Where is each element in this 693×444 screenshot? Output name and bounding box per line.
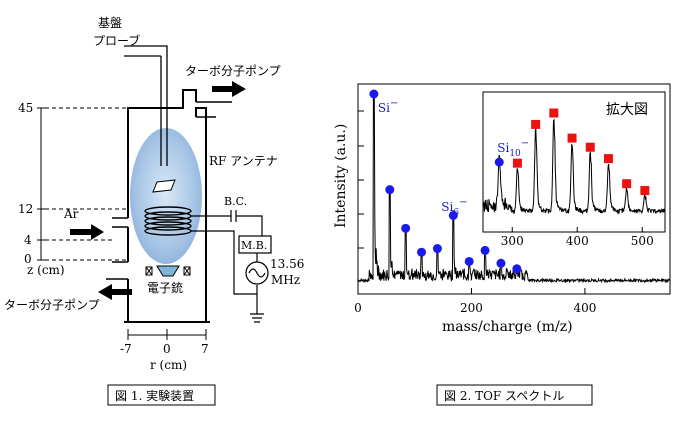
ar-label: Ar [63,207,79,221]
z-tick-12: 12 [18,202,33,216]
spectrum-chart: 0 200 400 mass/charge (m/z) Intensity (a.u… [333,83,671,406]
x-tick-labels: 0 200 400 [354,301,596,315]
y-axis-label: Intensity (a.u.) [333,124,349,228]
plasma-glow [130,128,202,264]
probe-label: プローブ [93,33,140,48]
main-peak-marker-5 [448,210,458,220]
annotation-2: Si10− [497,138,529,159]
substrate-label: 基盤 [98,16,122,30]
main-peak-marker-9 [512,264,522,274]
r-tick-7: 7 [201,342,209,356]
main-peak-markers [369,89,522,274]
x-axis-label: mass/charge (m/z) [442,319,573,335]
y-ticks [358,110,364,249]
electron-gun-label: 電子銃 [147,280,183,295]
inset-peak-marker-8 [640,186,650,196]
flow-arrows [70,81,246,300]
turbo-pump-top-label: ターボ分子ポンプ [185,64,281,78]
freq-unit-label: MHz [271,273,300,287]
turbo-pump-bottom-label: ターボ分子ポンプ [4,298,100,312]
probe-rod [124,45,168,166]
annotation-0: Si− [378,98,398,115]
z-tick-0: 0 [24,252,32,266]
r-tick-neg7: -7 [120,342,132,356]
matching-box [238,235,272,254]
inset-peak-marker-6 [603,154,613,164]
inset-x-tick-labels: 300 400 500 [501,234,654,248]
main-peak-marker-8 [496,258,506,268]
plot-frame [357,83,671,295]
inset-plot: 300 400 500 拡大図 [482,91,666,248]
chamber-outline [127,89,207,323]
caption-2: 図 2. TOF スペクトル [444,389,564,403]
z-axis-label: z (cm) [27,263,65,277]
rf-circuit [191,210,272,323]
x-tick-label-1: 200 [460,301,483,315]
inset-peak-marker-7 [622,179,632,189]
freq-label: 13.56 [270,257,304,271]
main-peak-marker-3 [417,247,427,257]
electron-gun-icon [145,265,191,277]
ar-port [112,217,128,228]
rf-source-icon [245,261,269,285]
z-tick-45: 45 [18,101,33,115]
apparatus-diagram: 45 12 4 0 z (cm) -7 0 7 r (cm) 基盤 プローブ タ… [4,16,304,406]
peak-annotations: Si− Si6− Si10− [378,98,529,218]
substrate-plate [152,179,176,193]
inset-peak-marker-1 [512,158,522,168]
inset-x-tick-label-2: 500 [631,234,654,248]
r-tick-0: 0 [163,342,171,356]
spectrum-trace [357,93,671,284]
main-peak-marker-4 [432,244,442,254]
inset-peak-marker-3 [549,108,559,118]
r-axis [127,329,207,340]
inset-title: 拡大図 [606,102,648,118]
caption-1: 図 1. 実験装置 [115,388,194,403]
main-peak-marker-2 [401,223,411,233]
inset-x-tick-label-1: 400 [566,234,589,248]
r-axis-label: r (cm) [150,358,187,372]
caption-1-box [107,384,216,406]
mb-label: M.B. [241,239,267,252]
inset-peak-marker-2 [531,119,541,129]
top-pump-pipe [196,101,232,118]
inset-x-ticks [511,227,643,232]
z-axis [37,107,128,261]
inset-peak-marker-0 [494,157,504,167]
rf-coil [144,206,192,236]
main-peak-marker-0 [369,89,379,99]
bottom-pump-pipe [106,261,128,280]
inset-trace [482,118,666,215]
x-tick-label-2: 400 [573,301,596,315]
bc-label: B.C. [224,195,247,208]
main-peak-marker-6 [464,256,474,266]
main-peak-marker-1 [385,185,395,195]
caption-2-box [436,384,593,406]
inset-peak-markers [494,108,650,196]
annotation-1: Si6− [441,197,467,218]
main-peak-marker-7 [480,245,490,255]
rf-antenna-label: RF アンテナ [209,154,278,168]
inset-peak-marker-4 [567,133,577,143]
x-ticks [357,288,586,294]
z-tick-4: 4 [24,233,32,247]
x-tick-label-0: 0 [354,301,362,315]
inset-peak-marker-5 [585,142,595,152]
inset-x-tick-label-0: 300 [501,234,524,248]
